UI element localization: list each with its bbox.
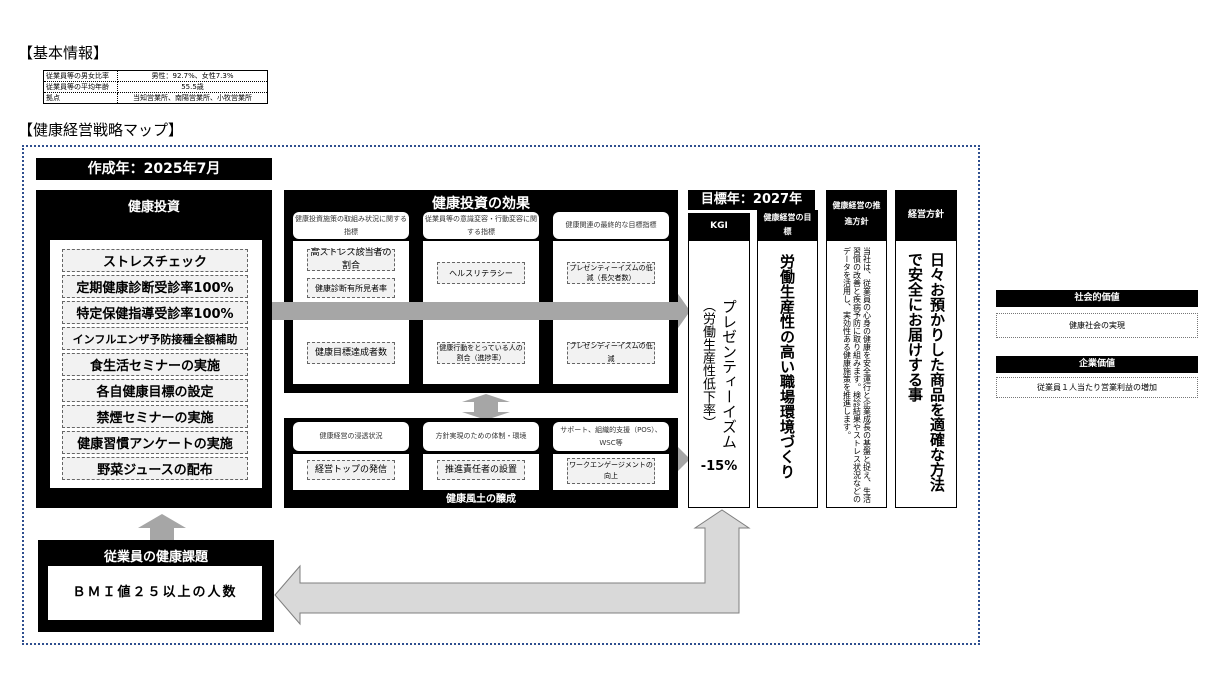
mgmt-header: 経営方針	[895, 190, 957, 240]
indicator: 健康行動をとっている人の割合（進捗率）	[437, 342, 525, 364]
effects-title: 健康投資の効果	[432, 196, 530, 212]
list-item: 特定保健指導受診率100%	[62, 301, 248, 324]
indicator: 健康目標達成者数	[307, 342, 395, 364]
cell: 従業員等の男女比率	[43, 70, 118, 82]
arrow-updown	[462, 394, 510, 420]
goal-text: 労働生産性の高い職場環境づくり	[778, 254, 796, 479]
kgi-header: KGI	[688, 213, 750, 240]
arrow-feedback	[274, 509, 751, 626]
mgmt-text: 日々お預かりした商品を適確な方法で安全にお届けする事	[906, 252, 946, 492]
culture-label: 健康経営の浸透状況	[293, 422, 409, 451]
kgi-sub: （労働生産性低下率）	[700, 299, 715, 429]
kgi-text: プレゼンティーイズム	[720, 299, 738, 449]
cell: 従業員等の平均年齢	[43, 81, 118, 93]
basic-info-title: 【基本情報】	[18, 44, 109, 62]
policy-box: 当社は、従業員の心身の健康を安全運行と企業成長の基盤と捉え、生活習慣の改善と疾病…	[826, 240, 887, 508]
indicator: プレゼンティーイズムの低減（長欠者数）	[567, 262, 655, 284]
culture-item: 推進責任者の設置	[437, 460, 525, 480]
social-value: 健康社会の実現	[996, 313, 1198, 338]
target-year: 目標年：2027年	[688, 190, 815, 210]
goal-box: 労働生産性の高い職場環境づくり	[757, 240, 818, 508]
list-item: 健康習慣アンケートの実施	[62, 431, 248, 454]
list-item: ストレスチェック	[62, 249, 248, 272]
table-row: 従業員等の男女比率男性：92.7%、女性7.3%	[43, 70, 268, 82]
map-title: 【健康経営戦略マップ】	[18, 121, 184, 139]
health-issue-value: ＢＭＩ値２５以上の人数	[48, 566, 262, 620]
corporate-value-header: 企業価値	[996, 356, 1198, 373]
arrow-right-top-overlay	[272, 294, 690, 328]
mgmt-box: 日々お預かりした商品を適確な方法で安全にお届けする事	[895, 240, 957, 508]
culture-label: 方針実現のための体制・環境	[423, 422, 539, 451]
effects-label: 健康関連の最終的な目標指標	[553, 212, 669, 239]
culture-label: サポート、組織的支援（POS）、WSC等	[553, 422, 669, 451]
list-item: 食生活セミナーの実施	[62, 353, 248, 376]
cell: 当知営業所、南陽営業所、小牧営業所	[117, 92, 268, 104]
list-item: 各自健康目標の設定	[62, 379, 248, 402]
indicator: 高ストレス該当者の割合	[307, 248, 395, 271]
map-frame	[22, 145, 980, 645]
kgi-box: プレゼンティーイズム （労働生産性低下率） -15%	[688, 240, 750, 508]
effects-label: 従業員等の意識変容・行動変容に関する指標	[423, 212, 539, 239]
investment-box: 健康投資 ストレスチェック 定期健康診断受診率100% 特定保健指導受診率100…	[36, 190, 272, 508]
policy-text: 当社は、従業員の心身の健康を安全運行と企業成長の基盤と捉え、生活習慣の改善と疾病…	[842, 247, 872, 503]
created-year: 作成年：2025年7月	[36, 158, 272, 180]
culture-item: ワークエンゲージメントの向上	[567, 458, 655, 484]
investment-title: 健康投資	[127, 200, 180, 215]
kgi-value: -15%	[700, 459, 738, 474]
arrow-right-bottom	[678, 447, 690, 471]
cell: 55.5歳	[117, 81, 268, 93]
list-item: 禁煙セミナーの実施	[62, 405, 248, 428]
cell: 男性：92.7%、女性7.3%	[117, 70, 268, 82]
cell: 拠点	[43, 92, 118, 104]
list-item: 野菜ジュースの配布	[62, 457, 248, 480]
culture-item: 経営トップの発信	[307, 460, 395, 480]
indicator: プレゼンティーイズムの低減	[567, 342, 655, 364]
indicator: 健康診断有所見者率	[307, 278, 395, 298]
goal-header: 健康経営の目標	[757, 210, 818, 240]
indicator: ヘルスリテラシー	[437, 262, 525, 284]
health-issue-title: 従業員の健康課題	[103, 550, 208, 565]
effects-label: 健康投資施策の取組み状況に関する指標	[293, 212, 409, 239]
list-item: インフルエンザ予防接種全額補助	[62, 327, 248, 350]
table-row: 拠点当知営業所、南陽営業所、小牧営業所	[43, 92, 268, 104]
culture-title: 健康風土の醸成	[446, 494, 516, 505]
list-item: 定期健康診断受診率100%	[62, 275, 248, 298]
social-value-header: 社会的価値	[996, 290, 1198, 307]
policy-header: 健康経営の推進方針	[826, 190, 887, 240]
corporate-value: 従業員１人当たり営業利益の増加	[996, 377, 1198, 398]
arrow-up-issue	[138, 514, 186, 540]
investment-list: ストレスチェック 定期健康診断受診率100% 特定保健指導受診率100% インフ…	[50, 240, 262, 488]
health-issue-box: 従業員の健康課題 ＢＭＩ値２５以上の人数	[38, 540, 274, 632]
